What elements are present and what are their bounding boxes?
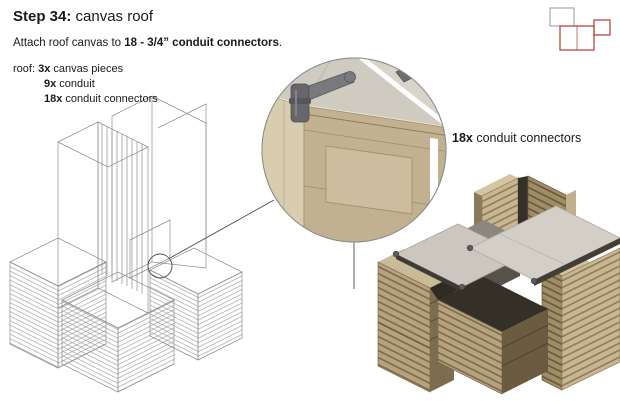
material-name: canvas pieces <box>50 63 124 75</box>
instruction-suffix: . <box>278 37 283 49</box>
connector-count: 18x <box>452 131 473 145</box>
material-item: 18x conduit connectors <box>13 92 158 107</box>
instruction-prefix: Attach roof canvas to <box>13 37 125 49</box>
materials-prefix: roof: <box>13 63 39 75</box>
step-number: Step 34: <box>13 8 72 25</box>
canvas-roof <box>395 205 620 292</box>
material-item: roof: 3x canvas pieces <box>13 62 158 77</box>
material-qty: 3x <box>38 63 51 75</box>
assembled-structure-render <box>377 174 620 395</box>
callout-leader-lines <box>147 199 355 289</box>
center-pallet-box <box>437 277 549 395</box>
material-qty: 9x <box>44 78 57 90</box>
key-plan <box>549 7 611 51</box>
materials-list: roof: 3x canvas pieces 9x conduit 18x co… <box>13 62 158 107</box>
material-name: conduit connectors <box>62 93 158 105</box>
connector-count-label: 18x conduit connectors <box>452 131 581 145</box>
instruction-emphasis: 18 - 3/4” conduit connectors <box>124 37 279 49</box>
page-title: Step 34: canvas roof <box>13 8 153 25</box>
detail-callout-circle <box>261 57 447 243</box>
material-item: 9x conduit <box>13 77 158 92</box>
detail-source-circle <box>147 253 173 279</box>
wireframe-drawing <box>9 95 243 393</box>
instruction-line: Attach roof canvas to 18 - 3/4” conduit … <box>13 37 282 49</box>
conduit-connector-detail <box>289 71 356 123</box>
material-name: conduit <box>56 78 95 90</box>
material-qty: 18x <box>44 93 63 105</box>
connector-nodes <box>392 244 538 291</box>
step-title: canvas roof <box>71 8 154 25</box>
connector-label: conduit connectors <box>472 131 582 145</box>
